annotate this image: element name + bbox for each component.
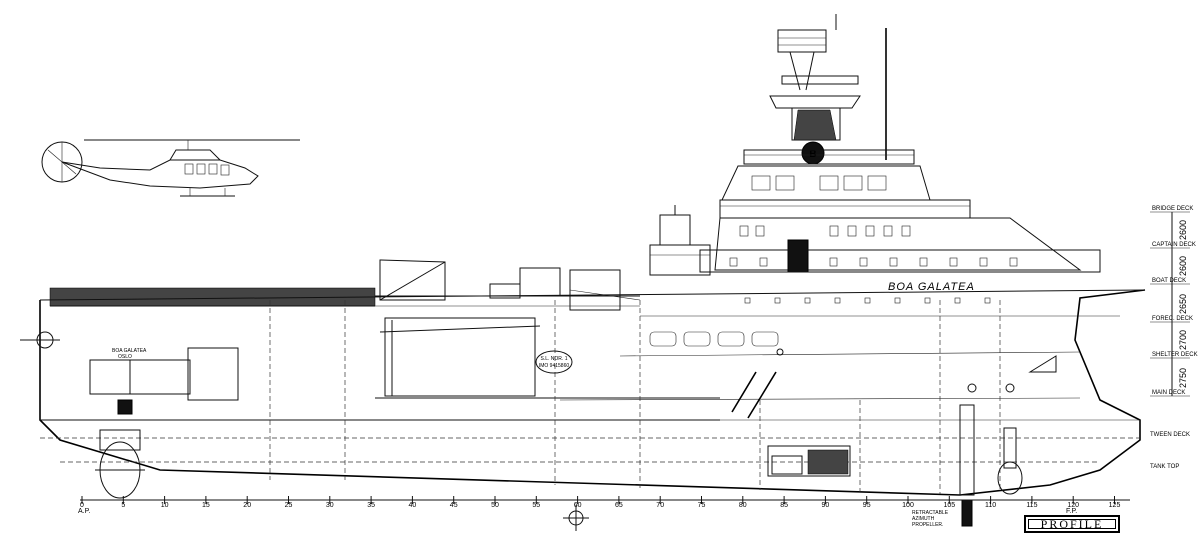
imo-line-2: IMO 9415860 xyxy=(539,363,570,369)
engine-room xyxy=(767,445,851,477)
funnel-logo-letter: B xyxy=(809,149,816,160)
propeller-note-2: AZIMUTH xyxy=(912,516,935,522)
deck-height-shelter: 2750 xyxy=(1178,368,1188,388)
deck-label-shelter: SHELTER DECK xyxy=(1152,352,1198,358)
frame-number: 5 xyxy=(121,502,125,509)
frame-number: 70 xyxy=(656,502,664,509)
frame-number: 25 xyxy=(285,502,293,509)
frame-number: 80 xyxy=(739,502,747,509)
profile-title-inner-border xyxy=(1028,519,1116,529)
frame-number: 50 xyxy=(491,502,499,509)
deck-label-captain: CAPTAIN DECK xyxy=(1152,242,1196,248)
frame-number: 105 xyxy=(943,502,955,509)
frame-number: 95 xyxy=(863,502,871,509)
deck-label-bridge: BRIDGE DECK xyxy=(1152,206,1193,212)
deck-label-tween: TWEEN DECK xyxy=(1150,432,1190,438)
deck-height-forec: 2700 xyxy=(1178,330,1188,350)
frame-number: 60 xyxy=(574,502,582,509)
stern-propulsion xyxy=(95,399,145,499)
frame-number: 35 xyxy=(367,502,375,509)
profile-title-box: PROFILE xyxy=(1024,515,1120,533)
propeller-note-1: RETRACTABLE xyxy=(912,510,949,516)
frame-number: 0 xyxy=(80,502,84,509)
boat-deck-windows xyxy=(729,257,1018,267)
captain-deck-windows xyxy=(739,225,911,237)
profile-title: PROFILE xyxy=(1040,516,1104,531)
frame-number: 110 xyxy=(985,502,996,509)
aft-perpendicular-label: A.P. xyxy=(78,508,90,515)
frame-number: 65 xyxy=(615,502,623,509)
ship-name-hull: BOA GALATEA xyxy=(888,281,975,293)
forward-perpendicular-label: F.P. xyxy=(1066,508,1077,515)
frame-number: 90 xyxy=(822,502,830,509)
hull-outline xyxy=(39,289,1146,496)
frame-scale: 0 5 10 15 20 25 30 35 40 45 50 55 60 65 70 75 80 85 90 95 10… xyxy=(80,496,1130,509)
bridge-house xyxy=(699,165,1101,273)
bulkhead-lines xyxy=(269,300,1001,494)
stern-port: OSLO xyxy=(118,354,132,360)
frame-number: 115 xyxy=(1026,502,1037,509)
deck-label-boat: BOAT DECK xyxy=(1152,278,1186,284)
frame-number: 30 xyxy=(326,502,334,509)
frame-number: 100 xyxy=(902,502,914,509)
stern-name: BOA GALATEA xyxy=(112,348,147,354)
deck-height-bridge: 2600 xyxy=(1178,220,1188,240)
stern-reel xyxy=(36,331,54,349)
midship-symbol xyxy=(563,505,589,531)
frame-number: 10 xyxy=(161,502,169,509)
deck-label-forec: FOREC. DECK xyxy=(1152,316,1193,322)
forecastle-portholes xyxy=(744,297,991,304)
deck-height-captain: 2600 xyxy=(1178,256,1188,276)
frame-number: 85 xyxy=(780,502,788,509)
helicopter-illustration xyxy=(41,139,300,197)
imo-line-1: S.L. NOR. 1 xyxy=(541,356,568,362)
deck-label-tanktop: TANK TOP xyxy=(1150,464,1179,470)
frame-number: 120 xyxy=(1067,502,1079,509)
frame-number: 40 xyxy=(409,502,417,509)
propeller-note-3: PROPELLER. xyxy=(912,522,943,528)
deck-height-boat: 2650 xyxy=(1178,294,1188,314)
frame-number: 20 xyxy=(243,502,251,509)
frame-number: 15 xyxy=(202,502,210,509)
frame-number: 75 xyxy=(698,502,706,509)
working-deck xyxy=(49,287,640,401)
deck-label-main: MAIN DECK xyxy=(1152,390,1185,396)
imo-badge: S.L. NOR. 1 IMO 9415860 xyxy=(535,350,573,374)
mast-and-funnel: B xyxy=(743,14,915,165)
frame-number: 125 xyxy=(1109,502,1121,509)
frame-number: 45 xyxy=(450,502,458,509)
shelter-deck-windows xyxy=(649,331,779,347)
frame-number: 55 xyxy=(532,502,540,509)
deck-labels: BRIDGE DECK CAPTAIN DECK BOAT DECK FOREC… xyxy=(1150,206,1198,470)
